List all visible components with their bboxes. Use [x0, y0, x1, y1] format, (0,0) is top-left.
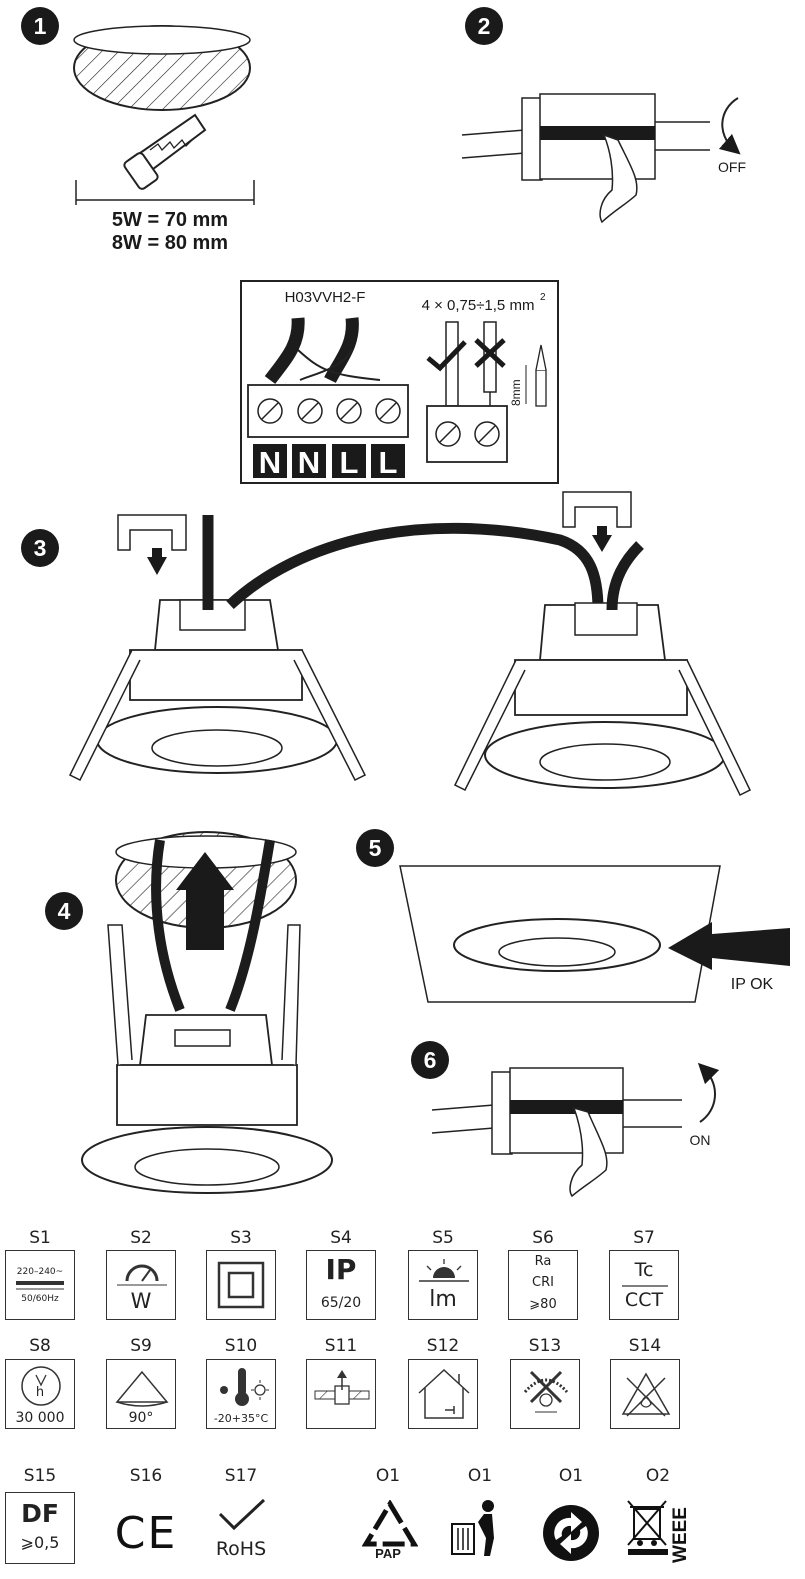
- symbol-label: O1: [558, 1466, 584, 1486]
- terminal-n1: N: [259, 445, 281, 480]
- lumen-sun-icon: lm: [408, 1250, 478, 1320]
- link-cable: [226, 522, 604, 611]
- class-ii-double-square-icon: [206, 1250, 276, 1320]
- breaker-panel: [521, 93, 656, 181]
- power-dial-icon: W: [106, 1250, 176, 1320]
- symbol-label: S16: [129, 1466, 163, 1486]
- symbol-label: S17: [224, 1466, 258, 1486]
- symbol-label: O1: [467, 1466, 493, 1486]
- recessed-mount-icon: [306, 1359, 376, 1429]
- pap-label: PAP: [375, 1546, 401, 1561]
- step-3: 3: [21, 491, 751, 797]
- downlight-insert: [81, 924, 333, 1194]
- step-number: 5: [369, 835, 382, 861]
- symbol-label: S13: [528, 1336, 562, 1356]
- symbol-label: S7: [633, 1228, 655, 1248]
- symbol-label: S10: [224, 1336, 258, 1356]
- symbol-label: O1: [375, 1466, 401, 1486]
- df-icon: DF ⩾0,5: [5, 1492, 75, 1564]
- strip-length-label: 8mm: [509, 379, 523, 406]
- cri-icon: Ra CRI ⩾80: [508, 1250, 578, 1320]
- tidyman-bin-icon: [451, 1500, 494, 1556]
- step-number: 4: [58, 898, 71, 924]
- voltage-icon: 220–240~ 50/60Hz: [5, 1250, 75, 1320]
- cable-wire: [264, 317, 305, 384]
- symbol-label: S5: [432, 1228, 454, 1248]
- symbol-label: O2: [645, 1466, 671, 1486]
- step-number: 3: [34, 535, 47, 561]
- symbol-label: S6: [532, 1228, 554, 1248]
- breaker-panel: [491, 1067, 624, 1155]
- symbol-label: S1: [29, 1228, 51, 1248]
- downlight-right: [454, 602, 751, 797]
- cable-section-label: 4 × 0,75÷1,5 mm: [422, 297, 535, 314]
- cross-icon: [474, 338, 506, 368]
- rotate-off-arrow-icon: [718, 97, 741, 155]
- weee-label-box: WEEE: [668, 1498, 698, 1578]
- no-insulation-cover-icon: [510, 1359, 580, 1429]
- terminal-n2: N: [298, 445, 320, 480]
- weee-crossed-bin-icon: [627, 1500, 668, 1555]
- step-number: 2: [478, 13, 491, 39]
- symbol-label: S14: [628, 1336, 662, 1356]
- cutout-size-5w: 5W = 70 mm: [112, 209, 228, 231]
- rotate-on-arrow-icon: [697, 1062, 720, 1123]
- step-5: 5 IP OK: [356, 829, 790, 1003]
- cct-icon: Tc CCT: [609, 1250, 679, 1320]
- wiring-detail: H03VVH2-F 4 × 0,75÷1,5 mm 2 N N L L: [240, 280, 559, 484]
- ip-arrow-icon: [668, 922, 790, 970]
- symbol-label: S12: [426, 1336, 460, 1356]
- weee-label: WEEE: [670, 1507, 691, 1563]
- hand-icon: [599, 133, 638, 224]
- symbol-label: S11: [324, 1336, 358, 1356]
- paper-recycle-icon: [362, 1500, 418, 1547]
- terminal-labels: N N L L: [253, 444, 405, 480]
- symbol-label: S2: [130, 1228, 152, 1248]
- saw-icon: [123, 113, 207, 190]
- thermometer-icon: -20+35°C: [206, 1359, 276, 1429]
- terminal-cover-right: [562, 491, 632, 552]
- ip-ok-label: IP OK: [731, 976, 774, 993]
- symbol-label: S3: [230, 1228, 252, 1248]
- ce-mark-icon: CE: [114, 1508, 178, 1559]
- symbol-label: S9: [130, 1336, 152, 1356]
- terminal-cover-left: [117, 514, 187, 575]
- cable-wire: [324, 317, 359, 384]
- indoor-house-icon: [408, 1359, 478, 1429]
- step-4: 4: [45, 831, 333, 1194]
- symbol-label: S4: [330, 1228, 352, 1248]
- no-flammable-surface-icon: [610, 1359, 680, 1429]
- downlight-left: [68, 599, 367, 782]
- symbol-label: S15: [23, 1466, 57, 1486]
- terminal-l1: L: [340, 445, 359, 480]
- ip-icon: IP 65/20: [306, 1250, 376, 1320]
- step-badge: [21, 7, 59, 45]
- rohs-label: RoHS: [215, 1538, 267, 1560]
- terminal-l2: L: [379, 445, 398, 480]
- step-2: 2 OFF: [461, 7, 746, 224]
- step-number: 6: [424, 1047, 437, 1073]
- step-6: 6 ON: [411, 1041, 720, 1198]
- section-exponent: 2: [540, 292, 546, 303]
- clock-icon: h 30 000: [5, 1359, 75, 1429]
- step-1: 1 5W = 70 mm 8W = 80 mm: [21, 7, 255, 254]
- step-number: 1: [34, 13, 47, 39]
- green-dot-icon: [543, 1505, 599, 1561]
- rohs-check-icon: [218, 1498, 266, 1531]
- cutout-size-8w: 8W = 80 mm: [112, 232, 228, 254]
- push-up-arrow-icon: [176, 852, 234, 950]
- check-icon: [426, 340, 467, 372]
- symbol-label: S8: [29, 1336, 51, 1356]
- switch-off-label: OFF: [718, 159, 746, 175]
- cable-type-label: H03VVH2-F: [285, 289, 366, 306]
- terminal-screws: [257, 398, 401, 424]
- hand-icon: [569, 1106, 608, 1198]
- switch-on-label: ON: [690, 1132, 711, 1148]
- beam-angle-icon: 90°: [106, 1359, 176, 1429]
